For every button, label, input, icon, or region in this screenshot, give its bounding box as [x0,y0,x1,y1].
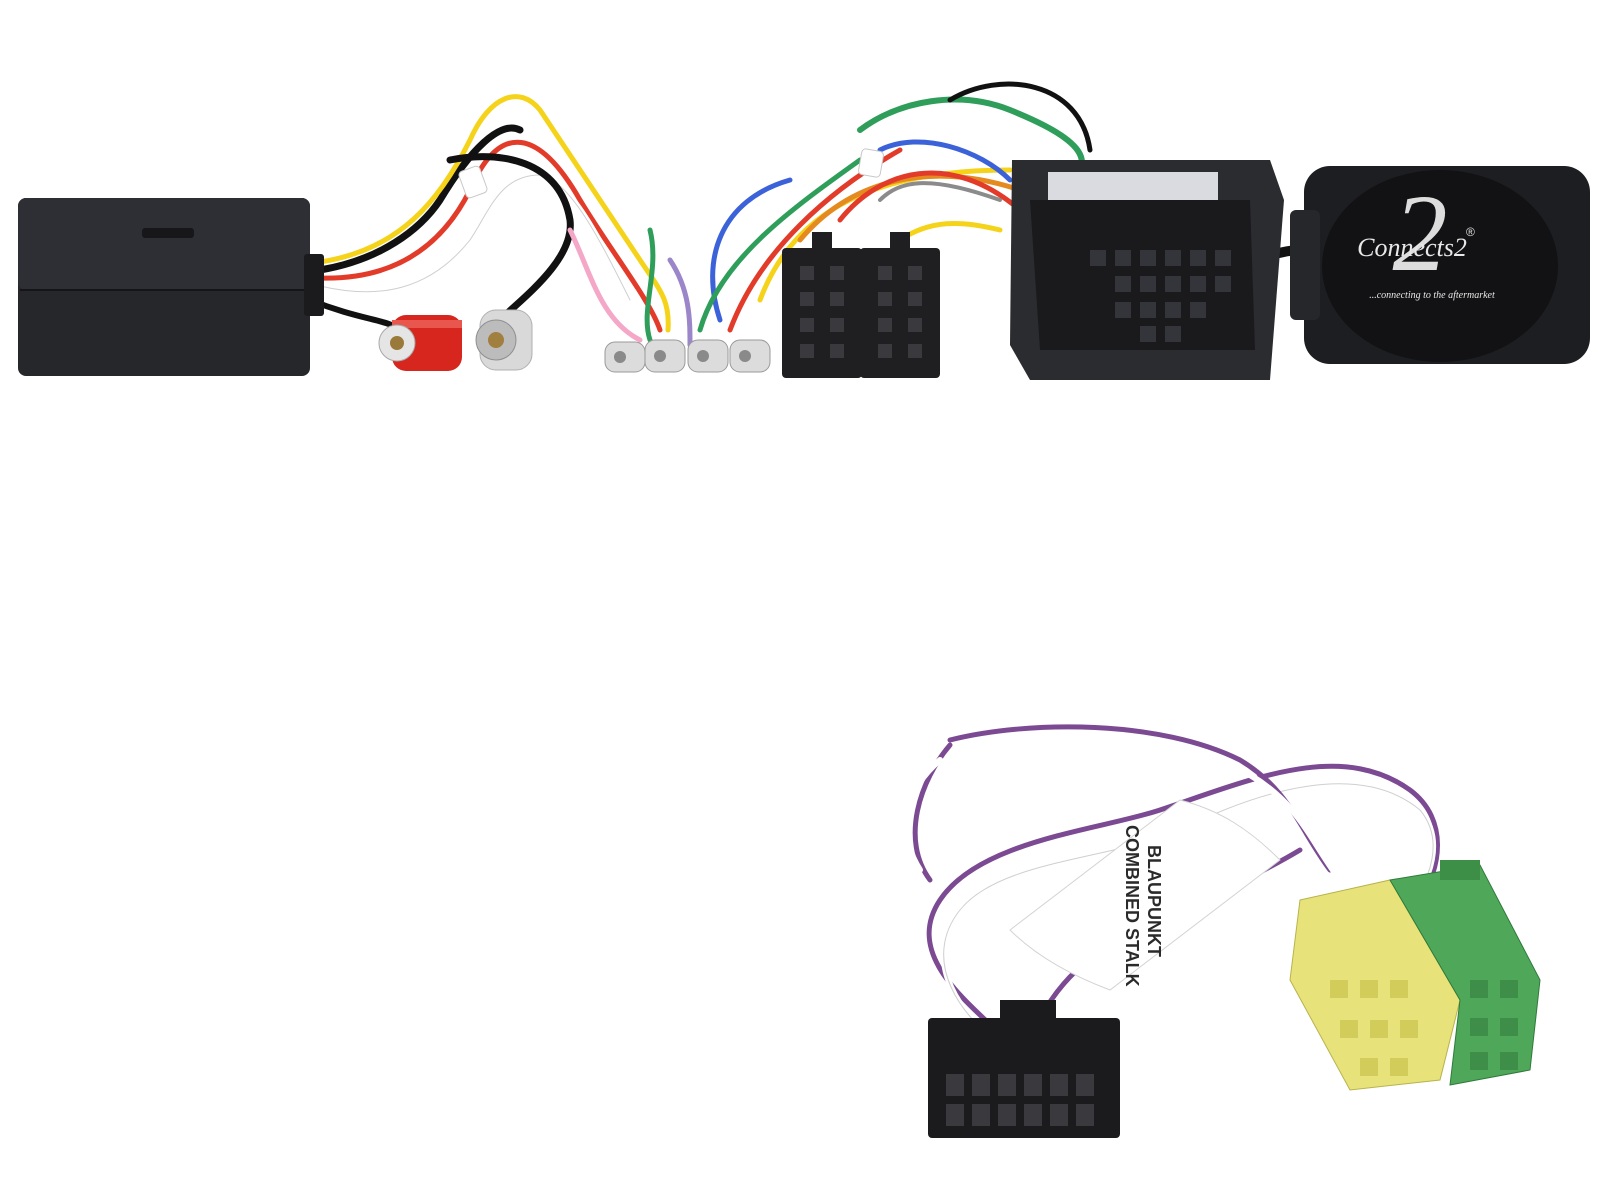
rca-socket-grey [475,309,533,371]
connects2-logo: 2 Connects2 ® ...connecting to the after… [1357,172,1495,301]
rca-plug-red [378,315,462,371]
connects2-module: 2 Connects2 ® ...connecting to the after… [1290,166,1590,364]
label-line-1: BLAUPUNKT [1144,845,1164,957]
cable-tie [458,148,884,199]
brand-tagline: ...connecting to the aftermarket [1369,290,1495,301]
iso-connector-pair [782,232,940,378]
mini-iso-connector-green [1389,860,1541,1086]
label-line-2: COMBINED STALK [1122,825,1142,987]
registered-mark: ® [1466,225,1475,239]
brand-name: Connects2 [1357,233,1467,262]
head-unit-connector [928,1000,1120,1138]
quadlock-connector [1010,160,1284,380]
brand-mark: 2 [1393,172,1448,294]
mini-iso-connector-yellow [1289,879,1461,1091]
interface-module-box [18,198,324,376]
harness-label: BLAUPUNKT COMBINED STALK [1009,799,1281,991]
